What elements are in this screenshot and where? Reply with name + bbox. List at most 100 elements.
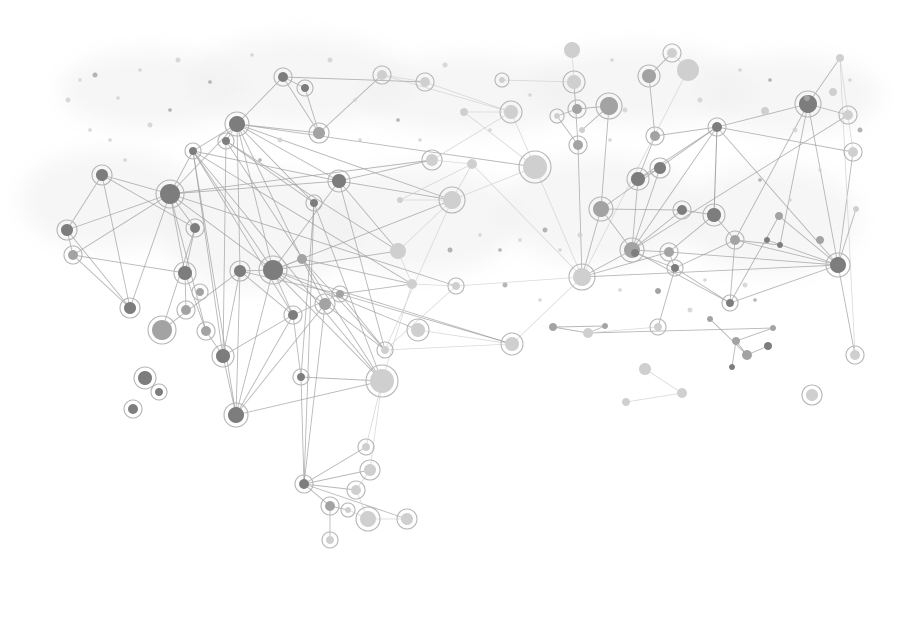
network-edge xyxy=(236,123,340,182)
network-node xyxy=(390,243,406,259)
network-edge xyxy=(735,327,774,342)
network-node xyxy=(843,142,863,162)
network-edge xyxy=(631,249,731,304)
network-dot xyxy=(610,58,614,62)
network-edge xyxy=(837,151,854,266)
network-edge xyxy=(637,126,718,180)
network-edge xyxy=(235,270,241,416)
network-edge xyxy=(716,126,854,153)
network-edge xyxy=(399,163,473,201)
network-node xyxy=(816,236,824,244)
network-edge xyxy=(729,215,780,304)
network-edge xyxy=(301,258,326,305)
network-dot xyxy=(498,248,502,252)
network-edge xyxy=(235,380,383,416)
network-dot xyxy=(116,96,120,100)
network-dot xyxy=(258,158,262,162)
network-edge xyxy=(282,76,320,134)
network-edge xyxy=(534,166,583,278)
network-edge xyxy=(552,326,589,334)
network-dot xyxy=(175,57,181,63)
network-edge xyxy=(236,76,284,125)
network-node xyxy=(357,438,375,456)
network-dot xyxy=(250,53,254,57)
network-edge xyxy=(338,180,386,351)
network-node xyxy=(314,293,336,315)
network-edge xyxy=(303,469,371,485)
network-edge xyxy=(338,159,433,182)
network-node xyxy=(150,383,168,401)
network-edge xyxy=(169,123,238,195)
network-node xyxy=(305,194,323,212)
network-edge xyxy=(369,380,383,471)
network-node xyxy=(224,111,250,137)
network-dot xyxy=(442,62,448,68)
network-edge xyxy=(324,303,386,351)
network-node xyxy=(217,132,235,150)
network-dot xyxy=(65,97,71,103)
network-node xyxy=(637,64,661,88)
network-node xyxy=(639,363,651,375)
network-dot xyxy=(353,98,357,102)
network-node xyxy=(185,218,205,238)
network-edge xyxy=(837,264,856,356)
network-node xyxy=(346,480,366,500)
network-edge xyxy=(431,159,473,165)
network-edge xyxy=(338,180,453,201)
network-node xyxy=(173,261,197,285)
network-node xyxy=(494,72,510,88)
network-node xyxy=(518,150,552,184)
network-edge xyxy=(668,214,715,253)
network-node xyxy=(567,99,587,119)
network-node xyxy=(438,186,466,214)
network-edge xyxy=(729,239,736,304)
network-edge xyxy=(169,193,274,271)
network-node xyxy=(119,297,141,319)
network-edge xyxy=(451,166,536,201)
network-edge xyxy=(66,193,171,231)
network-node xyxy=(372,65,392,85)
network-edge xyxy=(600,208,633,251)
network-edge xyxy=(192,150,237,416)
network-edge xyxy=(303,483,408,520)
network-dot xyxy=(788,198,792,202)
network-dot xyxy=(92,72,98,78)
network-node xyxy=(568,263,596,291)
network-node xyxy=(308,122,330,144)
network-edge xyxy=(184,227,196,274)
network-edge xyxy=(581,249,633,278)
network-node xyxy=(655,288,661,294)
network-dot xyxy=(558,248,562,252)
network-node xyxy=(147,315,177,345)
network-node xyxy=(365,364,399,398)
network-edge xyxy=(424,81,512,113)
network-dot xyxy=(792,127,798,133)
network-edge xyxy=(303,202,315,485)
network-node xyxy=(649,157,671,179)
network-node xyxy=(666,259,684,277)
network-dot xyxy=(488,128,492,132)
network-edge xyxy=(581,264,839,278)
network-edge xyxy=(235,303,326,416)
network-dot xyxy=(478,233,482,237)
network-node xyxy=(499,100,523,124)
network-node xyxy=(770,325,776,331)
network-edge xyxy=(192,150,383,382)
network-dot xyxy=(848,78,852,82)
network-node xyxy=(564,42,580,58)
network-edge xyxy=(631,167,661,251)
network-node xyxy=(407,279,417,289)
network-edge xyxy=(192,150,413,285)
network-edge xyxy=(161,270,241,331)
network-edge xyxy=(471,163,583,278)
network-dot xyxy=(358,138,362,142)
network-node xyxy=(549,108,565,124)
network-edge xyxy=(222,314,294,357)
network-node xyxy=(672,200,692,220)
network-edge xyxy=(600,105,610,210)
network-nodes xyxy=(56,42,865,549)
network-edge xyxy=(637,135,656,180)
network-edge xyxy=(292,314,302,378)
network-dot xyxy=(538,298,542,302)
